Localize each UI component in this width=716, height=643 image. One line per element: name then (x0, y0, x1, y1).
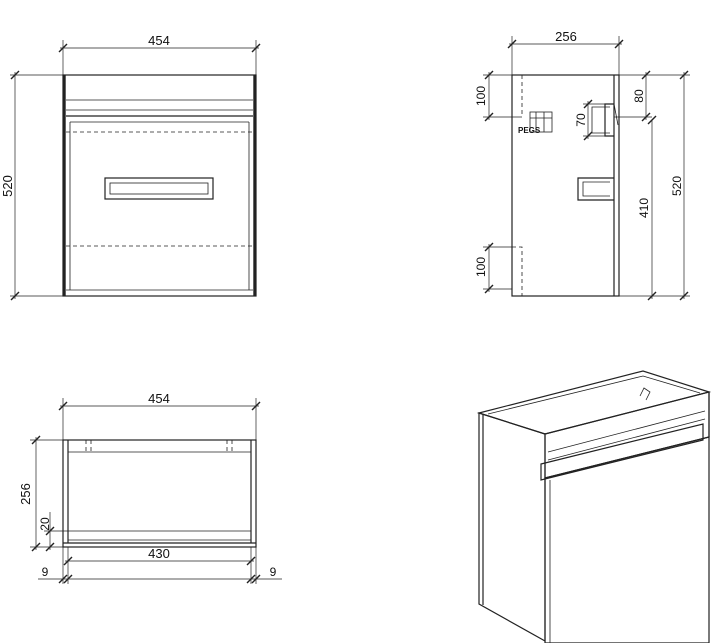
side-fitting-text: PEGS (518, 126, 541, 135)
side-base-hidden (512, 246, 523, 296)
front-cabinet-outline (62, 74, 257, 297)
isometric-view (476, 370, 712, 643)
front-drawer-handle (104, 177, 214, 200)
iso-top-rail (544, 391, 710, 479)
side-middle-cutout (577, 177, 614, 201)
front-height-label: 520 (0, 175, 15, 197)
top-right-panel-label: 9 (270, 565, 277, 579)
top-left-panel-label: 9 (42, 565, 49, 579)
iso-drawer-front (544, 436, 710, 643)
top-depth-label: 256 (18, 483, 33, 505)
side-wall-fitting: PEGS (518, 111, 553, 135)
iso-fitting (639, 387, 651, 401)
side-view: PEGS 256 100 100 (474, 29, 690, 301)
top-view: 454 256 20 430 9 9 (18, 391, 282, 584)
top-width-label: 454 (148, 391, 170, 406)
side-top-offset-label: 100 (474, 86, 488, 106)
front-width-label: 454 (148, 33, 170, 48)
side-depth-label: 256 (555, 29, 577, 44)
side-upper-cutout (604, 103, 614, 137)
side-bottom-offset-label: 100 (474, 257, 488, 277)
front-view: 454 520 (0, 33, 261, 301)
top-inner-width-label: 430 (148, 546, 170, 561)
side-upper-gap-label: 80 (632, 89, 646, 103)
top-base-thickness-label: 20 (38, 517, 52, 531)
side-cutout-label: 70 (574, 113, 588, 127)
iso-side-face (478, 412, 546, 643)
side-total-height-label: 520 (670, 176, 684, 196)
side-lower-height-label: 410 (637, 198, 651, 218)
side-cabinet-outline (511, 74, 620, 297)
top-cabinet-outline (62, 439, 257, 548)
